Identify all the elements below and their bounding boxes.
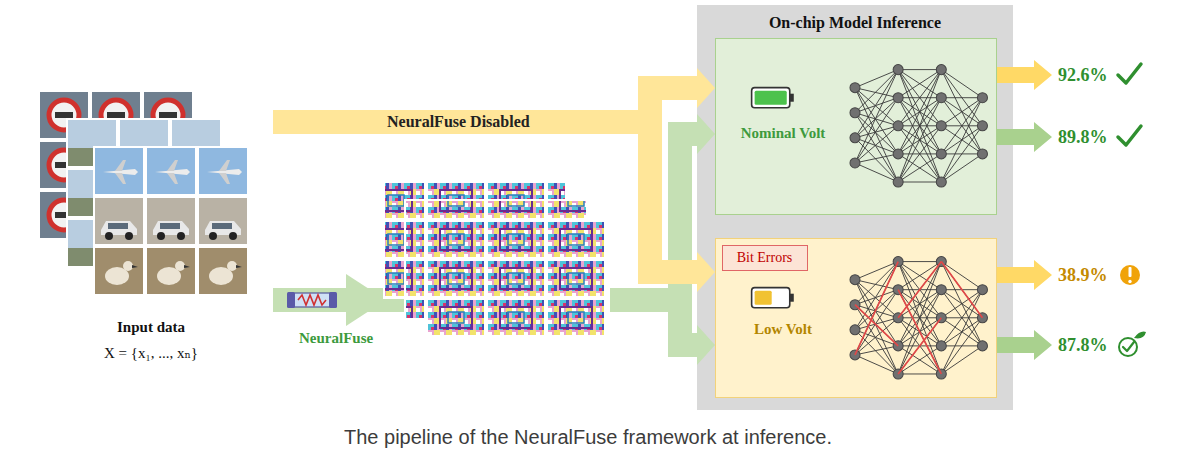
neuralfuse-icon bbox=[287, 292, 337, 308]
warning-mark bbox=[1129, 267, 1132, 277]
accuracy-value: 87.8% bbox=[1058, 334, 1108, 356]
accuracy-value: 38.9% bbox=[1058, 264, 1108, 286]
panel-title: On-chip Model Inference bbox=[697, 12, 1013, 33]
node-illustration bbox=[752, 257, 988, 379]
output-arrow bbox=[997, 260, 1052, 290]
warning-dot bbox=[1128, 280, 1131, 283]
check-icon bbox=[1118, 126, 1141, 145]
voltage-label: Low Volt bbox=[722, 319, 844, 339]
eco-check-mark bbox=[1123, 342, 1134, 351]
bit-errors-tag: Bit Errors bbox=[722, 245, 808, 271]
image-grid bbox=[95, 198, 251, 248]
input-image-stack bbox=[38, 90, 253, 300]
output-arrow bbox=[997, 122, 1052, 152]
eco-check-icon bbox=[1119, 338, 1137, 356]
input-data-group: Input data X = {x₁, ..., xₙ} bbox=[35, 85, 273, 370]
accuracy-value: 89.8% bbox=[1058, 126, 1108, 148]
inference-panel-fill bbox=[697, 5, 1013, 410]
image-grid bbox=[428, 222, 608, 339]
fuse-body bbox=[292, 293, 332, 307]
accuracy-value: 92.6% bbox=[1058, 64, 1108, 86]
image-sheet bbox=[426, 220, 610, 341]
low-volt-box: Bit ErrorsLow Volt bbox=[715, 238, 997, 398]
image-grid bbox=[95, 248, 251, 298]
fuse-cap bbox=[329, 292, 337, 308]
edge-label: NeuralFuse bbox=[296, 329, 376, 348]
flow-arrowhead bbox=[346, 274, 386, 326]
voltage-label: Nominal Volt bbox=[722, 123, 844, 143]
image-grid bbox=[95, 148, 251, 198]
image-sheet bbox=[93, 146, 253, 300]
warning-icon bbox=[1120, 265, 1140, 285]
input-heading: Input data bbox=[35, 317, 267, 337]
transformed-image-stack bbox=[383, 178, 610, 341]
bit-errors-text: Bit Errors bbox=[737, 248, 793, 267]
nominal-volt-box: Nominal Volt bbox=[715, 38, 997, 215]
output-arrow bbox=[997, 330, 1052, 360]
figure-caption: The pipeline of the NeuralFuse framework… bbox=[344, 424, 832, 450]
check-icon bbox=[1118, 64, 1141, 83]
fuse-wire bbox=[298, 295, 326, 305]
input-formula: X = {x₁, ..., xₙ} bbox=[35, 343, 267, 363]
eco-leaf bbox=[1134, 332, 1146, 339]
inference-panel: Nominal VoltBit ErrorsLow Volt On-chip Mo… bbox=[697, 5, 1019, 410]
output-arrow bbox=[997, 60, 1052, 90]
fuse-cap bbox=[287, 292, 295, 308]
connector-group bbox=[273, 88, 697, 345]
edge-label: NeuralFuse Disabled bbox=[384, 112, 533, 132]
